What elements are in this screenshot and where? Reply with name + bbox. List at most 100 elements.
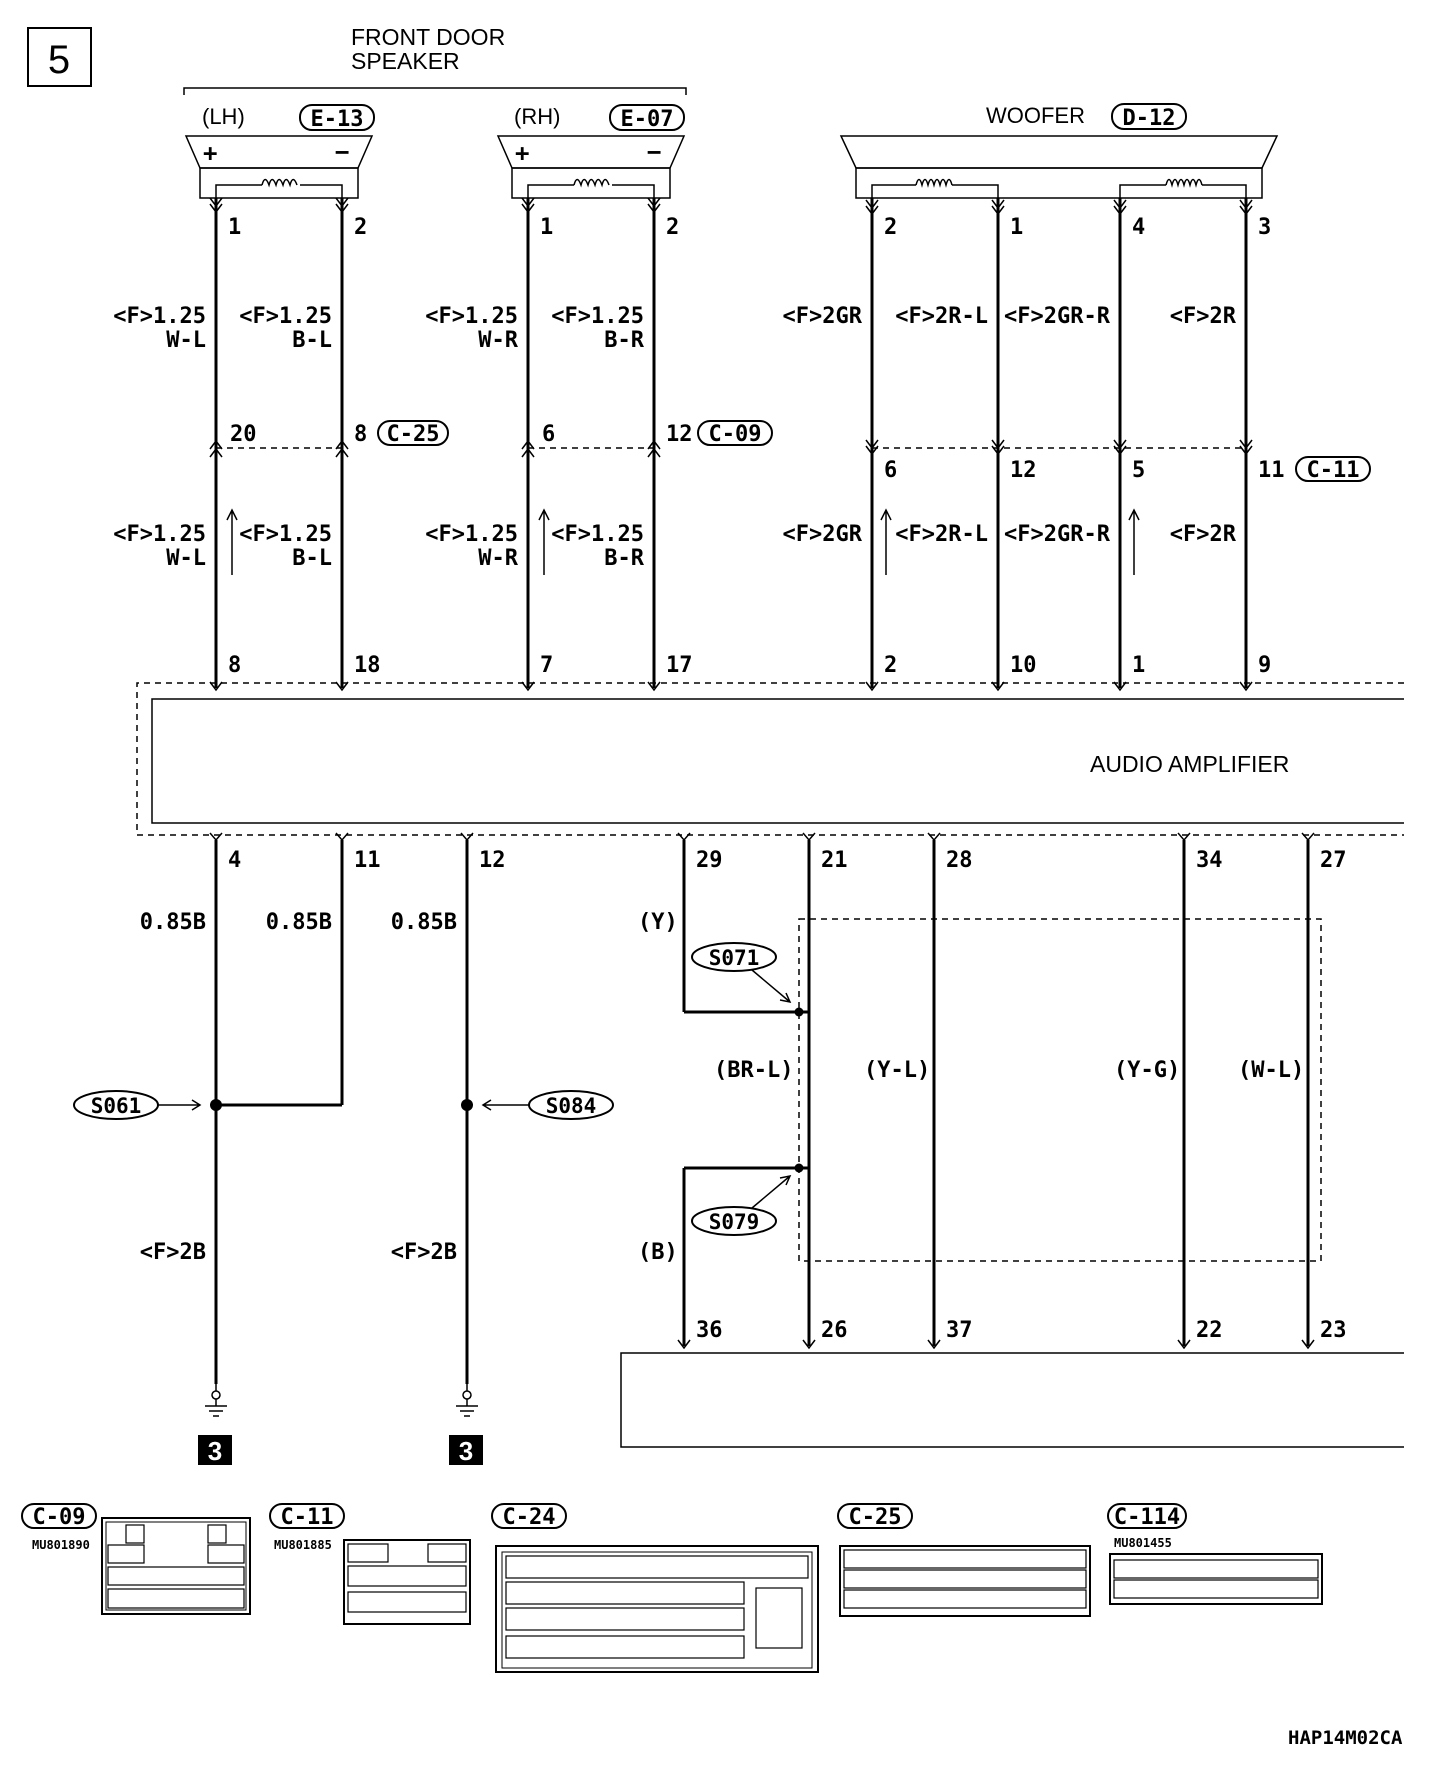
splice-s079-badge: [691, 1206, 777, 1236]
lower-pin-labels: 36 26 37 22 23: [696, 1318, 1347, 1343]
c11-pin-d: 11: [1258, 458, 1285, 483]
svg-text:4: 4: [228, 848, 241, 873]
svg-text:11: 11: [354, 848, 381, 873]
c09-label: C-09: [709, 422, 762, 447]
lower-component-box: [620, 1352, 1404, 1448]
diagram-code: HAP14M02CA: [1288, 1727, 1403, 1749]
amp-label: AUDIO AMPLIFIER: [1090, 751, 1289, 777]
section-number: 5: [48, 38, 70, 82]
c11-label: C-11: [1307, 458, 1360, 483]
amp-dashed-box: [136, 682, 1404, 836]
wire-y-g: (Y-G): [1114, 1058, 1180, 1083]
rh-coil-icon: [573, 178, 610, 188]
mid-wire-labels: <F>1.25 W-L <F>1.25 B-L <F>1.25 W-R <F>1…: [113, 522, 1236, 571]
svg-text:18: 18: [354, 653, 381, 678]
woofer-connector-badge: [1111, 103, 1187, 130]
svg-text:17: 17: [666, 653, 693, 678]
rh-side-label: (RH): [514, 104, 560, 129]
c25-label: C-25: [387, 422, 440, 447]
s084-pointer-icon: [481, 1099, 529, 1111]
svg-text:B-L: B-L: [292, 328, 332, 353]
lh-side-label: (LH): [202, 104, 245, 129]
wire-0-85b-3: 0.85B: [391, 910, 457, 935]
connector-view-c114: C-114 MU801455: [1107, 1503, 1323, 1605]
ground-ref-badge-2: [449, 1435, 483, 1465]
woofer-pin-c: 4: [1132, 215, 1145, 240]
svg-text:C-11: C-11: [281, 1505, 334, 1530]
c25-badge: [377, 420, 449, 446]
svg-text:2: 2: [884, 653, 897, 678]
svg-text:<F>2GR: <F>2GR: [783, 304, 863, 329]
wire-2b-1: <F>2B: [140, 1240, 206, 1265]
amp-bottom-pin-labels: 4 11 12 29 21 28 34 27: [228, 848, 1347, 873]
upper-wires: [214, 198, 1248, 688]
svg-text:<F>1.25: <F>1.25: [551, 522, 644, 547]
woofer-pin-a: 2: [884, 215, 897, 240]
svg-text:<F>1.25: <F>1.25: [113, 304, 206, 329]
svg-text:10: 10: [1010, 653, 1037, 678]
splice-s071: S071: [709, 946, 760, 970]
svg-text:8: 8: [228, 653, 241, 678]
c09-badge: [697, 420, 773, 446]
c09-pin-b: 12: [666, 422, 693, 447]
c25-pin-b: 8: [354, 422, 367, 447]
svg-text:MU801885: MU801885: [274, 1538, 332, 1552]
svg-text:37: 37: [946, 1318, 973, 1343]
svg-text:W-L: W-L: [166, 546, 206, 571]
amp-top-pin-labels: 8 18 7 17 2 10 1 9: [228, 653, 1271, 678]
svg-text:28: 28: [946, 848, 973, 873]
shield-dashed-box: [798, 918, 1322, 1262]
wire-0-85b-1: 0.85B: [140, 910, 206, 935]
ground-ref-badge-1: [198, 1435, 232, 1465]
svg-text:12: 12: [479, 848, 506, 873]
wire-br-l: (BR-L): [714, 1058, 793, 1083]
lh-pin-1: 1: [228, 215, 241, 240]
ground-icon-2: [456, 1384, 478, 1417]
woofer-pin-b: 1: [1010, 215, 1023, 240]
lh-connector: E-13: [311, 107, 364, 132]
shield-wires: [682, 840, 1310, 1346]
wire-y-l: (Y-L): [864, 1058, 930, 1083]
lh-pin-2: 2: [354, 215, 367, 240]
woofer-coil-icon-2: [1165, 178, 1203, 188]
c25-pin-a: 20: [230, 422, 257, 447]
woofer-body: [839, 135, 1279, 169]
speaker-brace: [183, 87, 687, 95]
svg-text:W-R: W-R: [478, 328, 518, 353]
c11-pin-c: 5: [1132, 458, 1145, 483]
svg-text:<F>1.25: <F>1.25: [551, 304, 644, 329]
svg-text:9: 9: [1258, 653, 1271, 678]
svg-text:<F>2R: <F>2R: [1170, 522, 1237, 547]
svg-text:<F>2GR-R: <F>2GR-R: [1004, 522, 1111, 547]
splice-s079: S079: [709, 1210, 760, 1234]
svg-text:34: 34: [1196, 848, 1223, 873]
woofer-pin-d: 3: [1258, 215, 1271, 240]
ground-ref-1: 3: [208, 1436, 222, 1466]
ground-wires: [210, 840, 473, 1384]
connector-view-c24: C-24: [491, 1503, 819, 1673]
wire-0-85b-2: 0.85B: [266, 910, 332, 935]
svg-text:<F>2R-L: <F>2R-L: [895, 522, 988, 547]
svg-text:<F>1.25: <F>1.25: [239, 522, 332, 547]
lh-coil-box: [199, 167, 359, 199]
lh-coil-icon: [261, 178, 298, 188]
svg-text:21: 21: [821, 848, 848, 873]
rh-connector-badge: [609, 104, 685, 131]
svg-text:22: 22: [1196, 1318, 1223, 1343]
upper-wire-labels: <F>1.25 W-L <F>1.25 B-L <F>1.25 W-R <F>1…: [113, 304, 1236, 353]
svg-text:C-24: C-24: [503, 1505, 556, 1530]
amp-bottom-terminals: [209, 832, 1315, 842]
svg-text:29: 29: [696, 848, 723, 873]
svg-text:1: 1: [1132, 653, 1145, 678]
speaker-terminals: [209, 197, 1253, 215]
svg-text:B-R: B-R: [604, 546, 644, 571]
svg-text:<F>1.25: <F>1.25: [113, 522, 206, 547]
lh-plus: +: [203, 139, 217, 167]
rh-pin-2: 2: [666, 215, 679, 240]
c11-pin-b: 12: [1010, 458, 1037, 483]
wire-b: (B): [638, 1240, 678, 1265]
svg-text:W-L: W-L: [166, 328, 206, 353]
rh-plus: +: [515, 139, 529, 167]
connector-view-c09: C-09 MU801890: [21, 1503, 251, 1615]
woofer-title: WOOFER: [986, 103, 1085, 128]
